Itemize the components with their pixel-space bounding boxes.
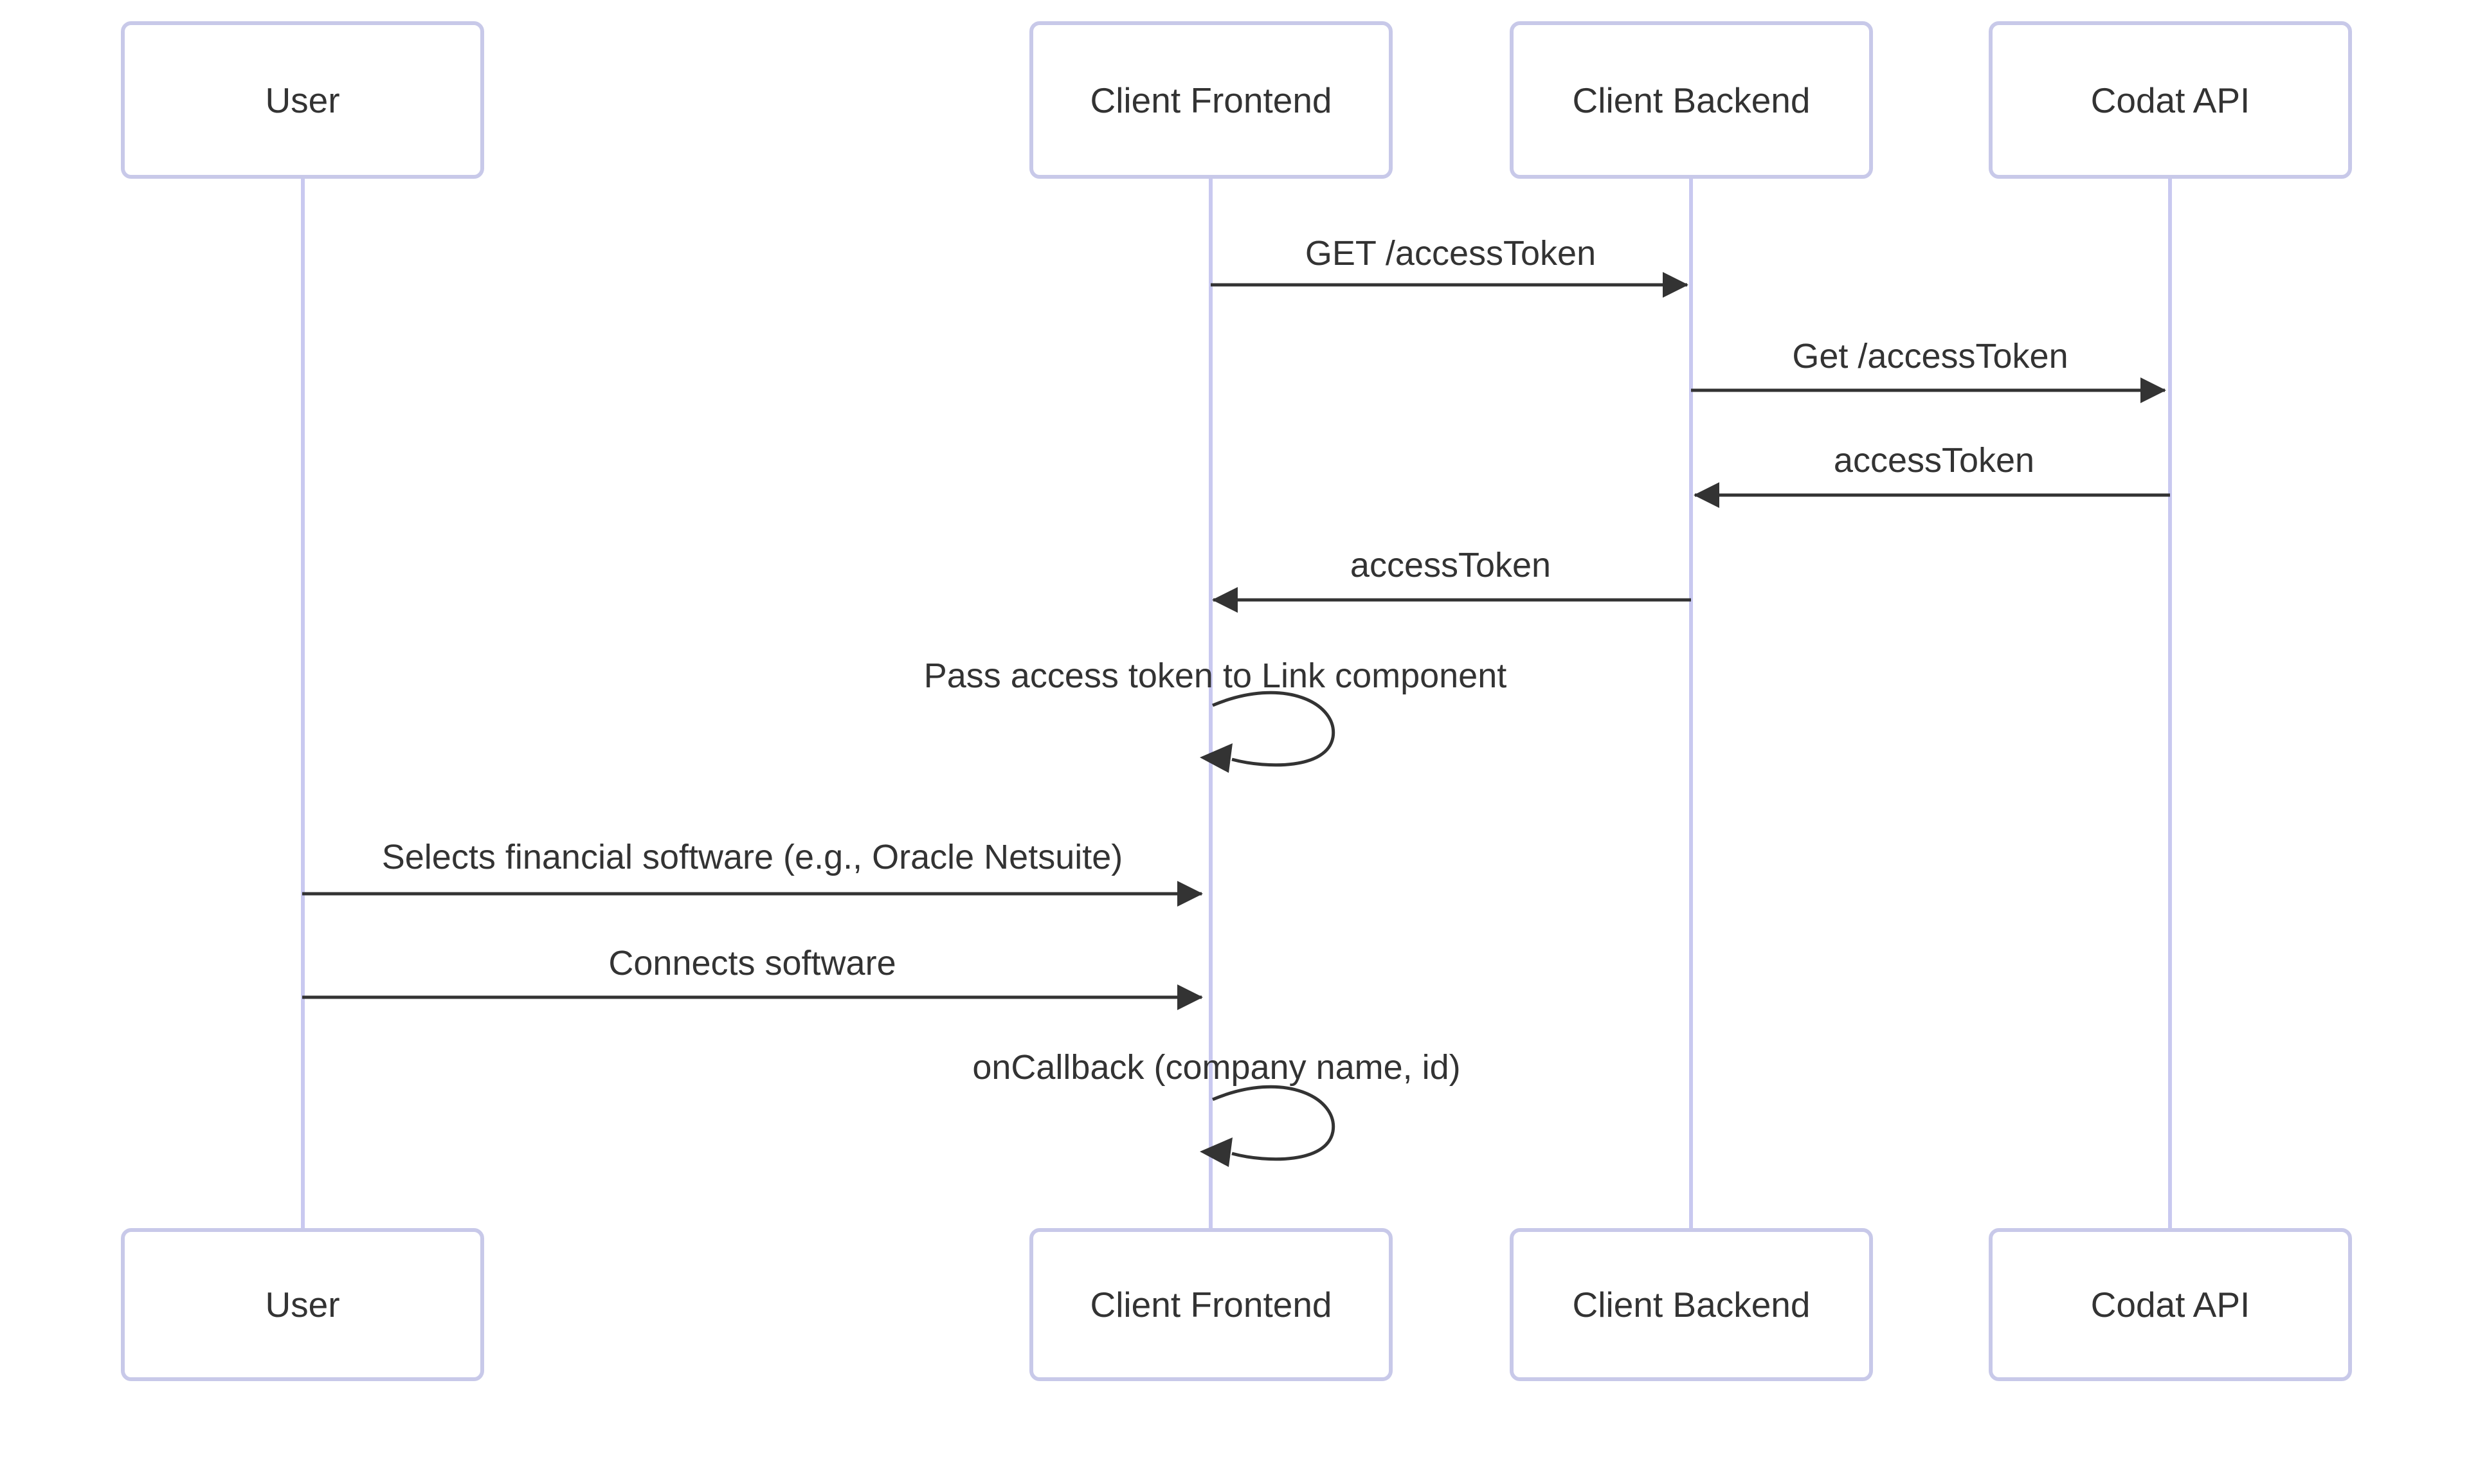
actor-box-user-bottom: User [121, 1228, 484, 1381]
message-label-get-accesstoken-codat: Get /accessToken [1792, 337, 2068, 376]
actor-box-codat-api-top: Codat API [1989, 21, 2352, 179]
lifeline-user [301, 177, 305, 1229]
message-label-accesstoken-return-backend: accessToken [1833, 441, 2035, 480]
actor-box-client-frontend-top: Client Frontend [1029, 21, 1393, 179]
actor-box-client-frontend-bottom: Client Frontend [1029, 1228, 1393, 1381]
actor-box-user-top: User [121, 21, 484, 179]
self-loop-oncallback [1212, 1085, 1335, 1161]
lifeline-codat-api [2168, 177, 2172, 1229]
message-label-oncallback: onCallback (company name, id) [972, 1048, 1461, 1087]
message-label-connects-software: Connects software [608, 944, 896, 982]
lifeline-client-backend [1689, 177, 1693, 1229]
message-label-pass-access-token: Pass access token to Link component [923, 656, 1507, 695]
message-label-selects-software: Selects financial software (e.g., Oracle… [381, 838, 1123, 876]
message-label-get-accesstoken: GET /accessToken [1305, 234, 1596, 273]
lifeline-client-frontend [1209, 177, 1213, 1229]
actor-box-codat-api-bottom: Codat API [1989, 1228, 2352, 1381]
self-loop-pass-access-token-arrowhead-icon [1200, 743, 1233, 773]
actor-box-client-backend-top: Client Backend [1510, 21, 1873, 179]
self-loop-pass-access-token [1212, 691, 1335, 767]
self-loop-oncallback-arrowhead-icon [1200, 1137, 1233, 1167]
message-label-accesstoken-return-frontend: accessToken [1350, 546, 1551, 584]
actor-box-client-backend-bottom: Client Backend [1510, 1228, 1873, 1381]
